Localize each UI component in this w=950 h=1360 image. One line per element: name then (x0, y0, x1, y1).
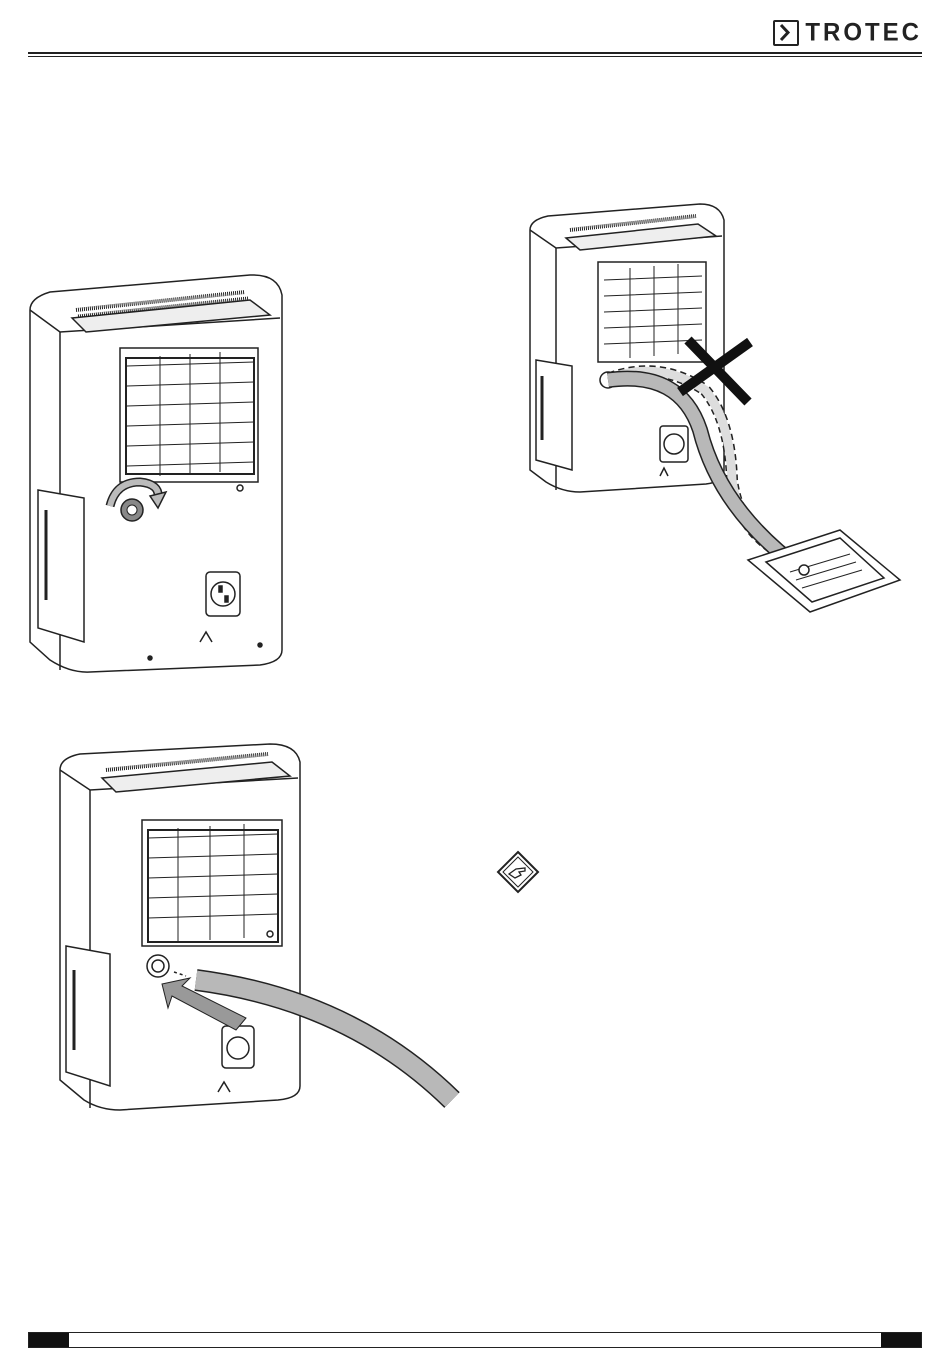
brand-logo: TROTEC (773, 18, 922, 48)
figure-attach-hose (50, 740, 460, 1130)
header-rule (28, 52, 922, 54)
pointing-hand-icon (496, 850, 540, 894)
header-rule-thin (28, 56, 922, 57)
brand-name: TROTEC (805, 18, 922, 47)
page-footer-bar (28, 1332, 922, 1348)
footer-left-block (29, 1333, 69, 1347)
figure-hose-correct-incorrect (520, 200, 910, 620)
chevron-right-icon (773, 20, 799, 46)
footer-right-block (881, 1333, 921, 1347)
figure-rotate-cap (20, 270, 300, 680)
